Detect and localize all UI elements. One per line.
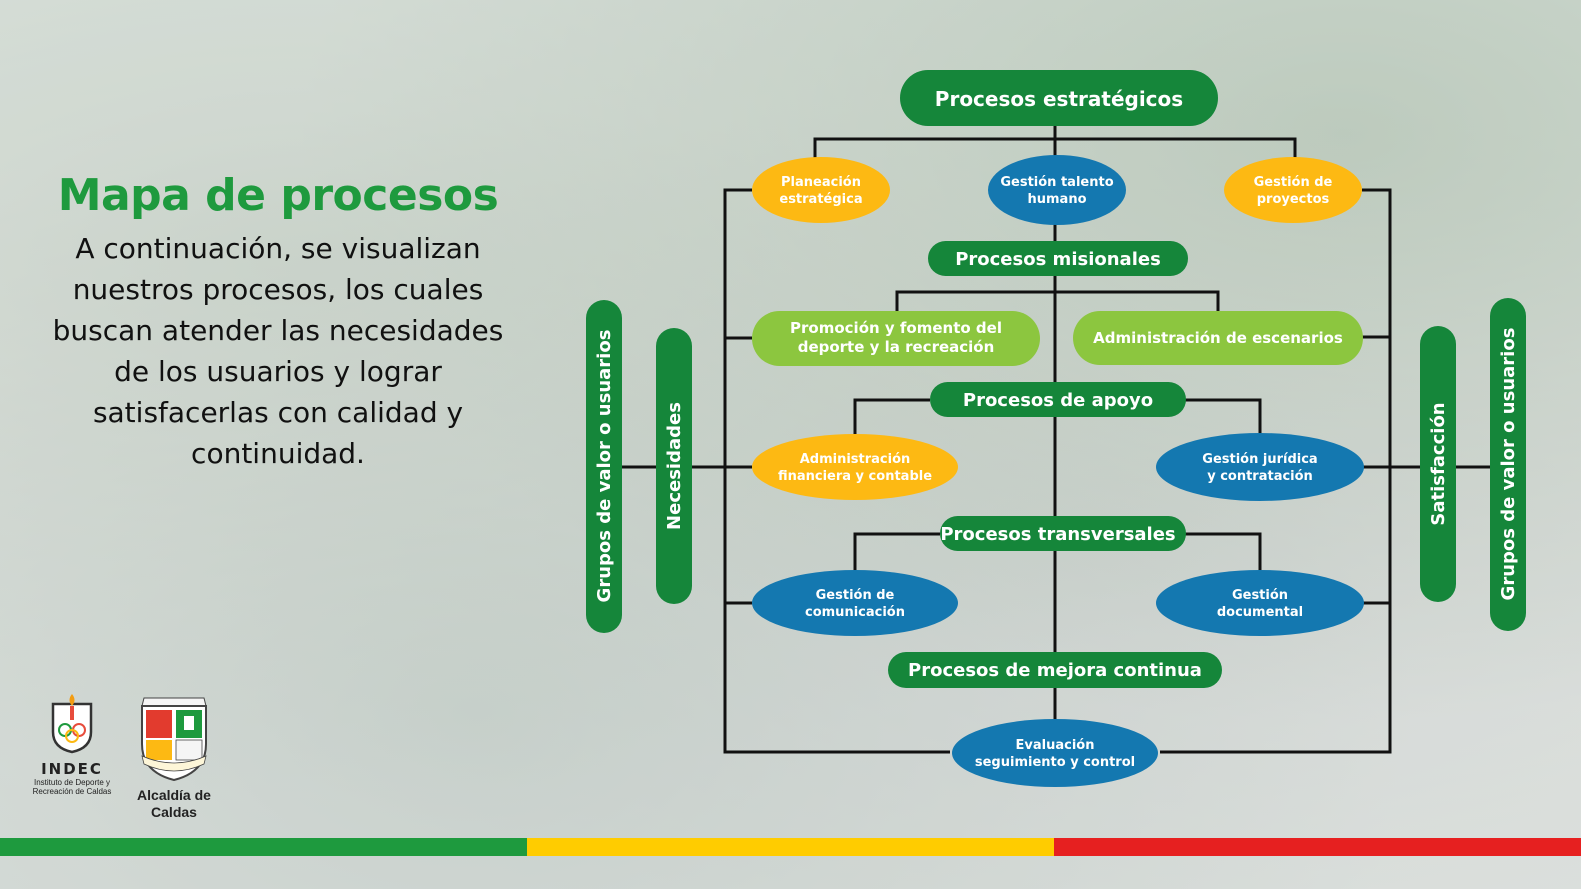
caldas-name-2: Caldas — [151, 804, 197, 820]
node-proyectos-line2: proyectos — [1257, 192, 1330, 207]
side-bar-left-outer: Grupos de valor o usuarios — [586, 300, 622, 633]
header-estrategicos-label: Procesos estratégicos — [935, 87, 1183, 111]
page-title: Mapa de procesos — [57, 170, 499, 221]
logos: INDEC Instituto de Deporte y Recreación … — [22, 692, 222, 822]
node-planeacion: Planeación estratégica — [752, 157, 890, 223]
node-planeacion-line1: Planeación — [781, 175, 861, 190]
color-stripes — [0, 838, 1581, 856]
node-evaluacion-line2: seguimiento y control — [975, 755, 1135, 770]
indec-sub-1: Instituto de Deporte y — [33, 778, 111, 787]
stripe-red — [1054, 838, 1581, 856]
connector-lines — [622, 120, 1490, 754]
node-promocion-line1: Promoción y fomento del — [790, 319, 1002, 337]
node-comunicacion-line1: Gestión de — [816, 588, 895, 603]
indec-logo: INDEC Instituto de Deporte y Recreación … — [22, 692, 122, 796]
indec-name: INDEC — [41, 760, 103, 778]
node-escenarios-label: Administración de escenarios — [1093, 329, 1343, 347]
intro-text: A continuación, se visualizan nuestros p… — [52, 232, 504, 470]
header-transversales-label: Procesos transversales — [940, 524, 1175, 545]
node-evaluacion: Evaluación seguimiento y control — [952, 719, 1158, 787]
node-planeacion-line2: estratégica — [779, 192, 862, 207]
indec-sub-2: Recreación de Caldas — [32, 787, 112, 796]
side-bar-left-inner: Necesidades — [656, 328, 692, 604]
node-talento: Gestión talento humano — [988, 155, 1126, 225]
node-financiera-line2: financiera y contable — [778, 469, 932, 484]
node-talento-line2: humano — [1027, 192, 1086, 207]
side-bar-left-inner-label: Necesidades — [664, 402, 685, 530]
side-bar-right-inner-label: Satisfacción — [1428, 402, 1449, 525]
node-documental-line2: documental — [1217, 605, 1303, 620]
header-misionales-label: Procesos misionales — [955, 249, 1161, 270]
header-misionales: Procesos misionales — [928, 241, 1188, 276]
node-comunicacion-line2: comunicación — [805, 605, 905, 620]
stripe-green — [0, 838, 527, 856]
node-escenarios: Administración de escenarios — [1073, 311, 1363, 365]
node-documental: Gestión documental — [1156, 570, 1364, 636]
caldas-shield-icon — [141, 697, 207, 782]
caldas-logo: Alcaldía de Caldas — [126, 694, 222, 820]
stripe-yellow — [527, 838, 1054, 856]
node-financiera-line1: Administración — [800, 452, 911, 467]
header-mejora-label: Procesos de mejora continua — [908, 660, 1202, 681]
node-talento-line1: Gestión talento — [1000, 175, 1113, 190]
side-bar-left-outer-label: Grupos de valor o usuarios — [594, 330, 615, 603]
node-juridica-line2: y contratación — [1207, 469, 1313, 484]
node-promocion-line2: deporte y la recreación — [798, 338, 995, 356]
side-bar-right-inner: Satisfacción — [1420, 326, 1456, 602]
node-juridica-line1: Gestión jurídica — [1202, 452, 1317, 467]
node-financiera: Administración financiera y contable — [752, 434, 958, 500]
node-promocion: Promoción y fomento del deporte y la rec… — [752, 311, 1040, 366]
header-mejora: Procesos de mejora continua — [888, 652, 1222, 688]
side-bar-right-outer: Grupos de valor o usuarios — [1490, 298, 1526, 631]
header-apoyo: Procesos de apoyo — [930, 382, 1186, 417]
node-proyectos: Gestión de proyectos — [1224, 157, 1362, 223]
node-comunicacion: Gestión de comunicación — [752, 570, 958, 636]
header-estrategicos: Procesos estratégicos — [900, 70, 1218, 126]
side-bar-right-outer-label: Grupos de valor o usuarios — [1498, 328, 1519, 601]
caldas-name-1: Alcaldía de — [137, 787, 211, 803]
node-documental-line1: Gestión — [1232, 588, 1288, 603]
node-juridica: Gestión jurídica y contratación — [1156, 433, 1364, 501]
node-evaluacion-line1: Evaluación — [1016, 738, 1095, 753]
header-apoyo-label: Procesos de apoyo — [963, 390, 1153, 411]
node-proyectos-line1: Gestión de — [1254, 175, 1333, 190]
indec-emblem-icon — [51, 694, 93, 754]
header-transversales: Procesos transversales — [940, 516, 1186, 551]
